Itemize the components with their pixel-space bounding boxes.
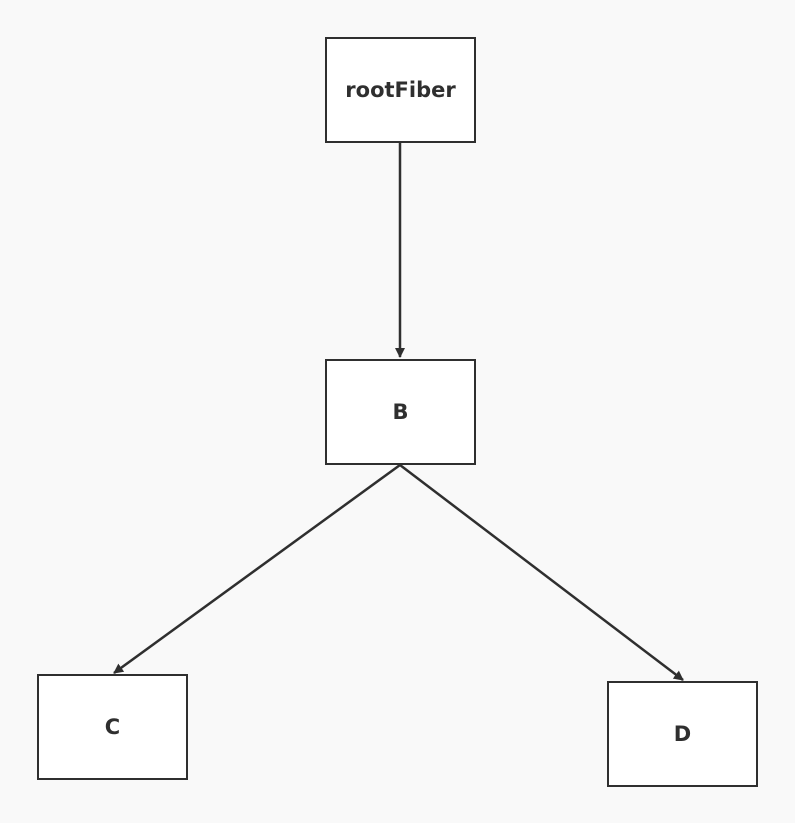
edge-b-to-c bbox=[113, 463, 401, 675]
node-d-label: D bbox=[673, 722, 692, 746]
edge-b-to-d bbox=[399, 464, 684, 681]
node-rootfiber-label: rootFiber bbox=[345, 78, 456, 102]
node-c: C bbox=[37, 674, 188, 780]
node-b: B bbox=[325, 359, 476, 465]
node-c-label: C bbox=[104, 715, 121, 739]
node-b-label: B bbox=[392, 400, 409, 424]
node-d: D bbox=[607, 681, 758, 787]
node-rootfiber: rootFiber bbox=[325, 37, 476, 143]
